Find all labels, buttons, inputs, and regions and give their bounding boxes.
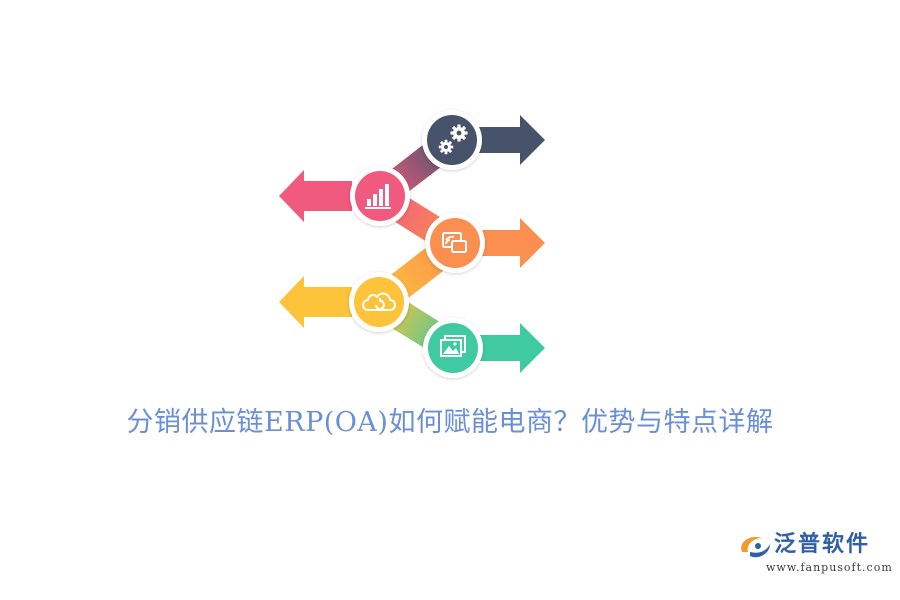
image-gallery-icon	[440, 335, 466, 357]
cloud-icon	[362, 292, 396, 311]
step-3	[425, 213, 485, 273]
page-title: 分销供应链ERP(OA)如何赋能电商？优势与特点详解	[126, 407, 774, 438]
bar-chart-icon	[365, 184, 391, 209]
arrow-right-3	[480, 218, 545, 268]
arrows	[279, 115, 545, 373]
arrow-left-2	[279, 170, 352, 222]
step-5	[423, 318, 483, 378]
screen-share-icon	[442, 232, 467, 253]
arrow-right-1	[478, 115, 545, 165]
logo-name: 泛普软件	[774, 532, 871, 557]
step-4	[349, 272, 409, 332]
logo-mark-icon	[741, 536, 770, 558]
brand-logo: 泛普软件 www.fanpusoft.com	[736, 530, 892, 586]
arrow-left-4	[279, 276, 352, 328]
logo-url: www.fanpusoft.com	[766, 561, 893, 574]
step-1	[422, 110, 482, 170]
arrow-right-5	[478, 323, 545, 373]
gears-icon	[438, 124, 468, 155]
step-2	[350, 166, 410, 226]
